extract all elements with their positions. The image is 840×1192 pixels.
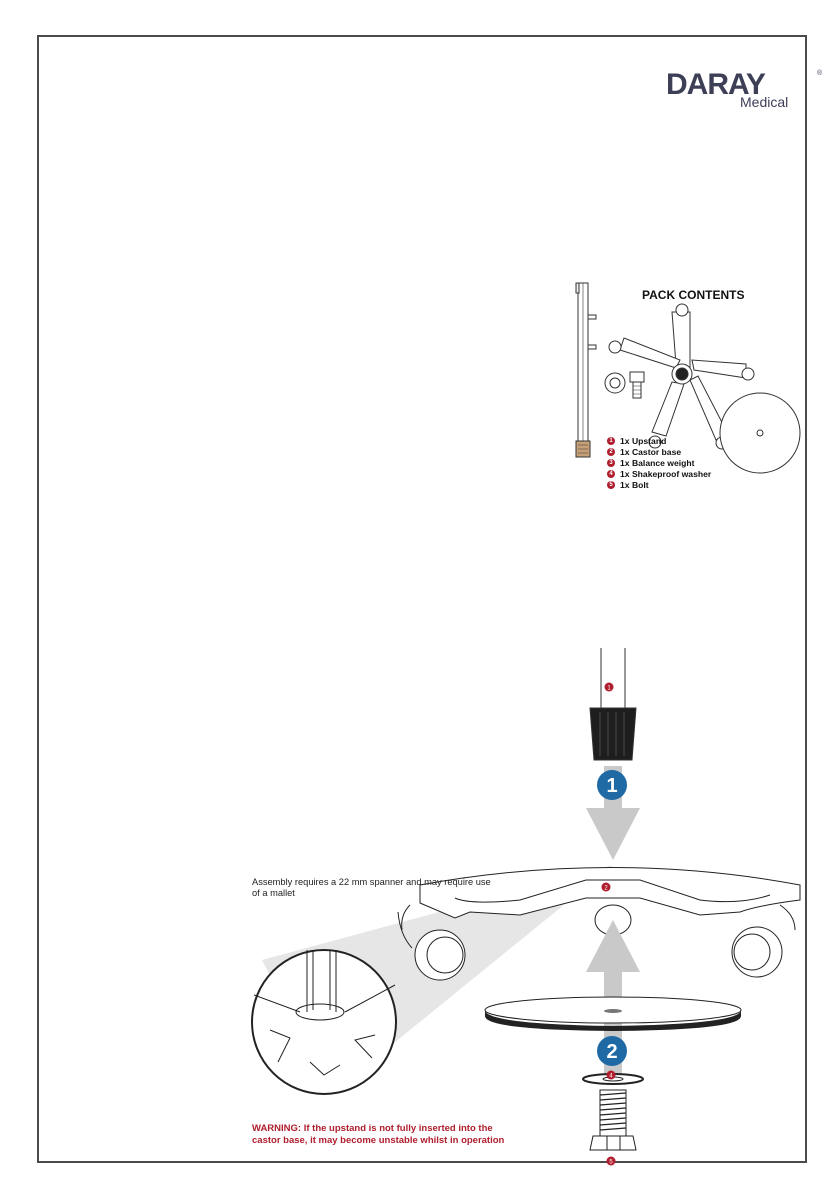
item-text: 1x Bolt	[620, 480, 649, 491]
list-item: 4 1x Shakeproof washer	[607, 469, 711, 480]
assembly-note: Assembly requires a 22 mm spanner and ma…	[252, 877, 491, 898]
pack-contents-list: 1 1x Upstand 2 1x Castor base 3 1x Balance …	[607, 435, 711, 491]
item-text: 1x Upstand	[620, 435, 667, 446]
list-item: 2 1x Castor base	[607, 446, 711, 457]
label-1-marker	[604, 682, 614, 692]
item-number: 2	[607, 447, 615, 456]
balance-weight-part-icon	[719, 392, 801, 474]
label-2: 2	[604, 886, 608, 892]
brand-sub: Medical	[740, 94, 789, 110]
brand-name: DARAY	[666, 68, 766, 101]
step-1-badge: 1	[597, 770, 627, 800]
list-item: 3 1x Balance weight	[607, 457, 711, 468]
brand-reg-mark: ®	[817, 70, 823, 77]
castor-base-part-icon	[608, 303, 755, 450]
label-4: 4	[609, 1074, 613, 1080]
item-text: 1x Balance weight	[620, 457, 695, 468]
step-2-badge: 2	[597, 1036, 627, 1066]
step-1-number: 1	[606, 775, 617, 797]
list-item: 5 1x Bolt	[607, 480, 711, 491]
label-1: 1	[607, 686, 611, 692]
item-text: 1x Castor base	[620, 446, 682, 457]
label-5: 5	[609, 1160, 613, 1166]
upstand-assembly-icon	[589, 648, 637, 761]
warning-text: WARNING: If the upstand is not fully ins…	[252, 1123, 505, 1146]
bolt-assembly-icon	[589, 1089, 637, 1151]
label-4-marker	[606, 1070, 616, 1080]
castor-base-assembly-icon	[397, 867, 801, 981]
item-number: 5	[607, 481, 615, 490]
page-border	[37, 35, 807, 1163]
item-number: 4	[607, 470, 615, 479]
bolt-part-icon	[629, 371, 645, 399]
item-number: 3	[607, 458, 615, 467]
pack-contents-illustration	[575, 282, 801, 474]
label-2-marker	[601, 882, 611, 892]
upstand-part-icon	[575, 282, 597, 458]
step-2-number: 2	[606, 1041, 617, 1063]
detail-zoom-icon	[251, 949, 397, 1095]
item-number: 1	[607, 436, 615, 445]
list-item: 1 1x Upstand	[607, 435, 711, 446]
assembly-illustration	[251, 648, 801, 1151]
item-text: 1x Shakeproof washer	[620, 469, 712, 480]
washer-part-icon	[604, 372, 626, 394]
label-5-marker	[606, 1156, 616, 1166]
pack-contents-title: PACK CONTENTS	[642, 288, 745, 302]
balance-weight-assembly-icon	[484, 996, 742, 1031]
